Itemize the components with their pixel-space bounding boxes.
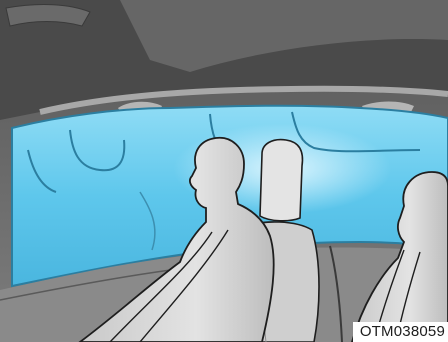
figure-code: OTM038059 <box>353 322 448 342</box>
front-seat-headrest <box>260 140 302 221</box>
